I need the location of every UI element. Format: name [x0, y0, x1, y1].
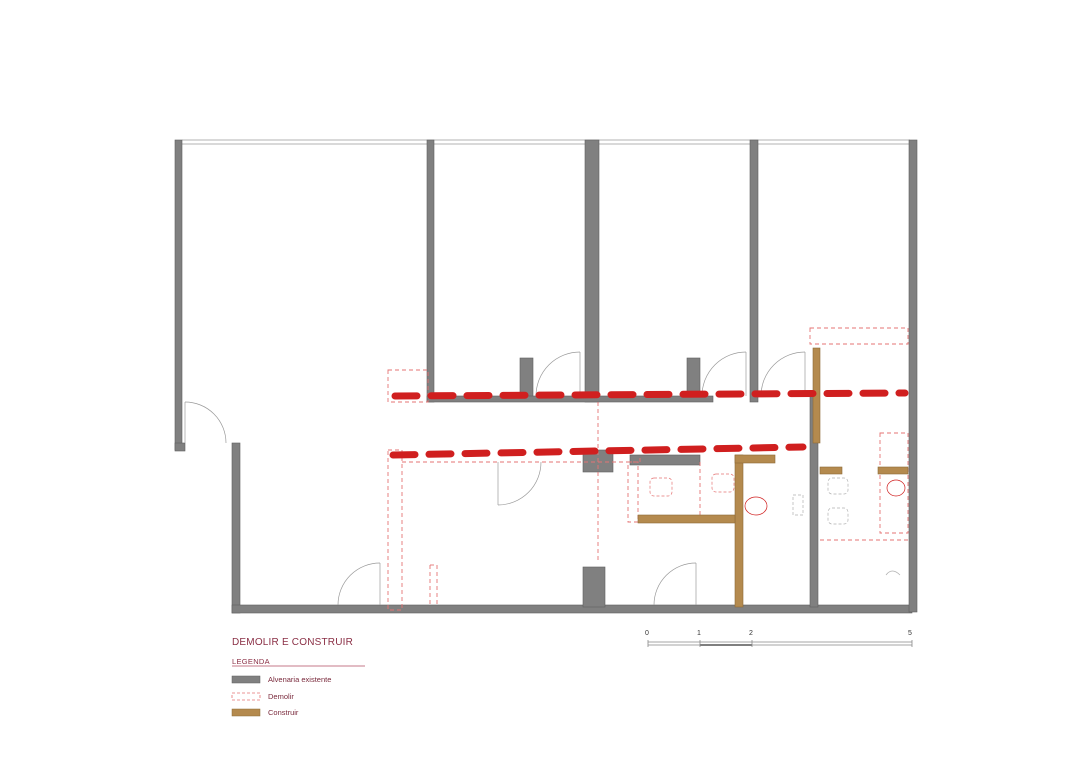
demolish-outlines	[387, 327, 909, 611]
scale-tick-5: 5	[908, 630, 912, 637]
existing-walls	[174, 139, 918, 614]
scale-tick-1: 1	[697, 630, 701, 637]
legend-label-construct: Construir	[268, 708, 299, 717]
legend-swatch-demolish	[231, 692, 261, 701]
construct-walls	[637, 347, 909, 608]
scale-tick-0: 0	[645, 630, 649, 637]
doors	[184, 351, 806, 606]
drawing-title: DEMOLIR E CONSTRUIR	[232, 637, 354, 648]
legend-label-existing: Alvenaria existente	[268, 675, 332, 684]
legend-swatch-existing	[231, 675, 261, 684]
legend-swatch-construct	[231, 708, 261, 717]
legend-label-demolish: Demolir	[268, 692, 294, 701]
legend-heading: LEGENDA	[232, 657, 270, 666]
scale-tick-2: 2	[749, 630, 753, 637]
facade-glazing	[182, 139, 910, 145]
scale-bar	[647, 640, 913, 647]
cut-lines	[389, 389, 909, 459]
sanitary-fixtures	[649, 473, 906, 576]
